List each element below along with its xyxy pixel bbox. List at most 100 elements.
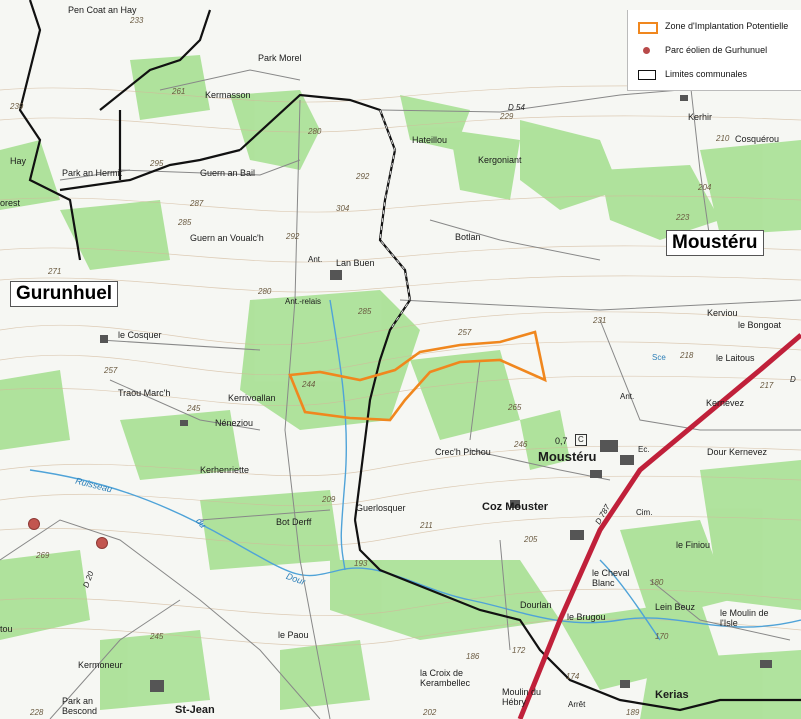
distance-value: 0,7 xyxy=(555,436,568,446)
altitude-label: 209 xyxy=(322,495,336,504)
place-label: le Cheval Blanc xyxy=(592,568,630,588)
altitude-label: 180 xyxy=(650,578,664,587)
altitude-label: 265 xyxy=(508,403,522,412)
place-label: Kermasson xyxy=(205,90,251,100)
altitude-label: 193 xyxy=(354,559,368,568)
school-label: Ec. xyxy=(638,445,650,454)
legend-label: Parc éolien de Gurhunuel xyxy=(665,45,768,55)
altitude-label: 204 xyxy=(698,183,712,192)
buildings xyxy=(100,95,772,692)
place-label: le Finiou xyxy=(676,540,711,550)
wind-turbine-marker[interactable] xyxy=(96,537,108,549)
antenna-relay-label: Ant.-relais xyxy=(285,297,322,306)
altitude-label: 304 xyxy=(336,204,350,213)
stop-label: Arrêt xyxy=(568,700,586,709)
zone-outline-swatch xyxy=(638,22,658,34)
place-label: le Paou xyxy=(278,630,309,640)
altitude-label: 271 xyxy=(48,267,62,276)
altitude-label: 223 xyxy=(676,213,690,222)
altitude-label: 295 xyxy=(150,159,164,168)
commune-label-mousteru: Moustéru xyxy=(666,230,764,256)
altitude-label: 285 xyxy=(178,218,192,227)
place-label: Park an Bescond xyxy=(62,696,98,716)
altitude-label: 205 xyxy=(524,535,538,544)
place-label: Kernevez xyxy=(706,398,745,408)
road-label-d54: D 54 xyxy=(508,103,525,112)
map-legend: Zone d'Implantation Potentielle Parc éol… xyxy=(627,10,801,91)
boundary-swatch xyxy=(638,70,656,80)
commune-label-gurunhuel: Gurunhuel xyxy=(10,281,119,307)
place-label: Moustéru xyxy=(538,449,597,464)
place-label: Lein Beuz xyxy=(655,602,696,612)
altitude-label: 186 xyxy=(466,652,480,661)
legend-item-limites: Limites communales xyxy=(628,66,801,84)
cemetery-label: Cim. xyxy=(636,508,653,517)
place-label: Kerhenriette xyxy=(200,465,250,475)
place-label: Kerviou xyxy=(707,308,738,318)
place-label: Park Morel xyxy=(258,53,302,63)
place-label: Botlan xyxy=(455,232,481,242)
altitude-label: 245 xyxy=(187,404,201,413)
altitude-label: 231 xyxy=(593,316,607,325)
place-label: St-Jean xyxy=(175,704,215,716)
altitude-label: 292 xyxy=(356,172,370,181)
place-label: Park an Hermit xyxy=(62,168,123,178)
altitude-label: 257 xyxy=(458,328,472,337)
zone-outline xyxy=(288,330,547,422)
place-label: le Bongoat xyxy=(738,320,782,330)
place-label: Hateillou xyxy=(412,135,448,145)
altitude-label: 269 xyxy=(36,551,50,560)
altitude-label: 170 xyxy=(655,632,669,641)
legend-item-parc: Parc éolien de Gurhunuel xyxy=(628,42,801,60)
antenna-label: Ant. xyxy=(308,255,323,264)
place-label: Lan Buen xyxy=(336,258,375,268)
legend-label: Zone d'Implantation Potentielle xyxy=(665,21,789,31)
place-label: la Croix de Kerambellec xyxy=(420,668,471,688)
place-label: Kerrivoallan xyxy=(228,393,276,403)
place-label: Dourlan xyxy=(520,600,552,610)
altitude-label: 233 xyxy=(130,16,144,25)
altitude-label: 202 xyxy=(423,708,437,717)
altitude-label: 245 xyxy=(150,632,164,641)
altitude-label: 292 xyxy=(286,232,300,241)
road-label-d: D xyxy=(790,375,796,384)
altitude-label: 189 xyxy=(626,708,640,717)
antenna-label: Ant. xyxy=(620,392,635,401)
spring-label: Sce xyxy=(652,353,666,362)
altitude-label: 217 xyxy=(760,381,774,390)
altitude-label: 280 xyxy=(308,127,322,136)
turbine-dot-swatch xyxy=(643,47,650,54)
place-label: Néneziou xyxy=(215,418,254,428)
wind-turbine-marker[interactable] xyxy=(28,518,40,530)
forest-areas xyxy=(0,55,801,719)
altitude-label: 229 xyxy=(500,112,514,121)
place-label: Bot Derff xyxy=(276,517,312,527)
secondary-roads xyxy=(0,69,801,719)
altitude-label: 218 xyxy=(680,351,694,360)
place-label: Dour Kernevez xyxy=(707,447,768,457)
place-label: Guern an Voualc'h xyxy=(190,233,264,243)
place-label: Guern an Bail xyxy=(200,168,256,178)
place-label: tou xyxy=(0,624,13,634)
place-label: Kergoniant xyxy=(478,155,522,165)
altitude-label: 285 xyxy=(358,307,372,316)
stream-dashed xyxy=(29,469,231,541)
place-label: Guerlosquer xyxy=(356,503,406,513)
place-label: Kerhir xyxy=(688,112,713,122)
altitude-label: 211 xyxy=(420,521,433,530)
place-label: le Moulin de l'Isle xyxy=(720,608,769,628)
commune-center-box: C xyxy=(575,434,587,446)
altitude-label: 244 xyxy=(302,380,316,389)
place-label: le Laitous xyxy=(716,353,755,363)
main-road-d787 xyxy=(517,333,801,719)
altitude-label: 257 xyxy=(104,366,118,375)
altitude-label: 239 xyxy=(10,102,24,111)
boundary-inner-dash xyxy=(379,109,411,331)
place-label: Moulin du Hébry xyxy=(502,687,542,707)
altitude-label: 228 xyxy=(30,708,44,717)
place-label: le Cosquer xyxy=(118,330,162,340)
legend-label: Limites communales xyxy=(665,69,748,79)
altitude-label: 280 xyxy=(258,287,272,296)
